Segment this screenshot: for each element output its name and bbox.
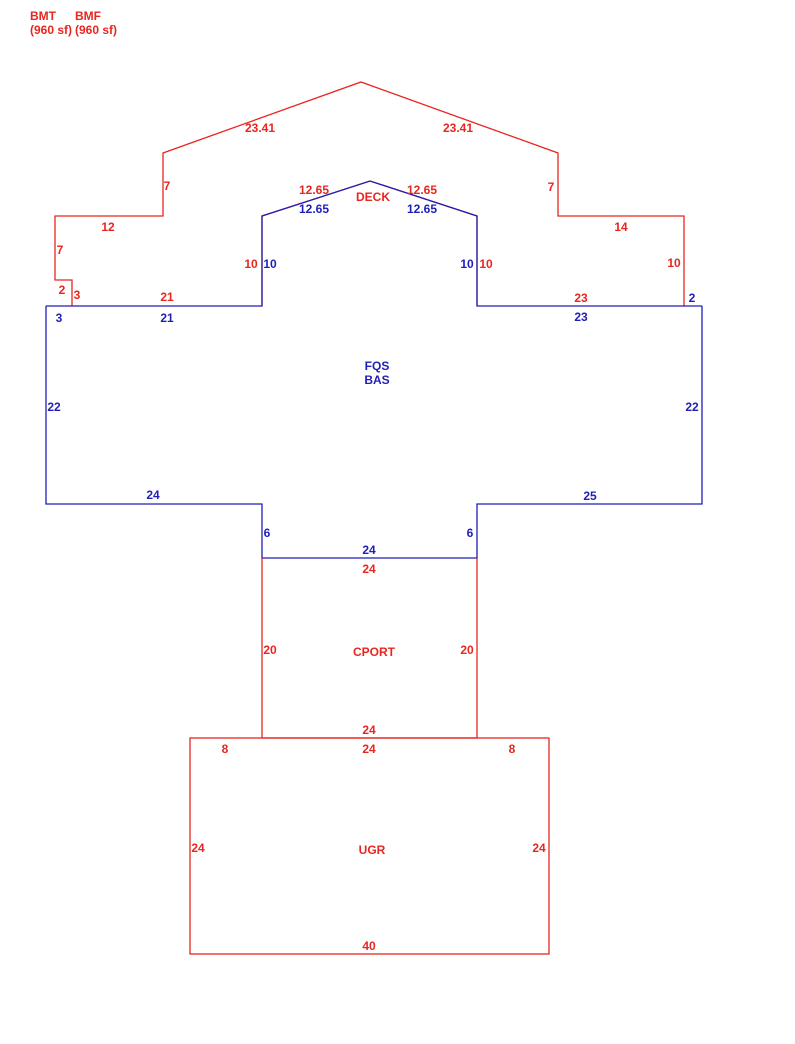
- dim-deck-roof-right: 23.41: [443, 121, 473, 135]
- bmt-area: (960 sf): [30, 23, 72, 37]
- dim-ugr-left: 24: [191, 841, 205, 855]
- dim-deck-right-side: 10: [667, 256, 681, 270]
- dim-bas-inner-left: 10: [263, 257, 277, 271]
- dim-deck-notch-top: 2: [59, 283, 66, 297]
- dim-bas-peak-right: 12.65: [407, 202, 437, 216]
- dim-deck-notch-side: 3: [74, 288, 81, 302]
- dim-deck-bottom-right: 23: [574, 291, 588, 305]
- dim-deck-peak-right: 12.65: [407, 183, 437, 197]
- cport-label: CPORT: [353, 645, 396, 659]
- dim-deck-right-ledge: 14: [614, 220, 628, 234]
- dim-cport-top: 24: [362, 562, 376, 576]
- dim-bas-bottom-left: 24: [146, 488, 160, 502]
- dim-cport-left: 20: [263, 643, 277, 657]
- dim-bas-bottom-right: 25: [583, 489, 597, 503]
- dim-deck-bottom-left: 21: [160, 290, 174, 304]
- bmt-code: BMT: [30, 9, 57, 23]
- dim-bas-inner-right: 10: [460, 257, 474, 271]
- dim-bas-top-right: 23: [574, 310, 588, 324]
- bas-top-left-edge: [46, 180, 702, 307]
- dim-bas-left-notch: 3: [56, 311, 63, 325]
- bmf-code: BMF: [75, 9, 101, 23]
- fqs-label: FQS: [365, 359, 390, 373]
- dim-bas-peak-left: 12.65: [299, 202, 329, 216]
- dim-bas-top-left: 21: [160, 311, 174, 325]
- dim-ugr-top-right: 8: [509, 742, 516, 756]
- bas-outline: [45, 306, 703, 559]
- dim-cport-right: 20: [460, 643, 474, 657]
- bas-label: BAS: [364, 373, 389, 387]
- dim-ugr-top-left: 8: [222, 742, 229, 756]
- ugr-outline: [189, 737, 550, 955]
- dim-bas-stem-left: 6: [264, 526, 271, 540]
- deck-label: DECK: [356, 190, 390, 204]
- ugr-label: UGR: [359, 843, 386, 857]
- dim-ugr-bottom: 40: [362, 939, 376, 953]
- dim-deck-inner-left: 10: [244, 257, 258, 271]
- dim-deck-inner-right: 10: [479, 257, 493, 271]
- dim-deck-left-lower: 7: [57, 243, 64, 257]
- bmf-area: (960 sf): [75, 23, 117, 37]
- dim-deck-right-drop: 7: [548, 180, 555, 194]
- dim-bas-right-notch: 2: [689, 291, 696, 305]
- dim-deck-roof-left: 23.41: [245, 121, 275, 135]
- dim-ugr-right: 24: [532, 841, 546, 855]
- dim-bas-left-side: 22: [47, 400, 61, 414]
- dim-cport-bottom: 24: [362, 723, 376, 737]
- dim-deck-peak-left: 12.65: [299, 183, 329, 197]
- dim-bas-right-side: 22: [685, 400, 699, 414]
- deck-outline: [54, 81, 685, 306]
- dim-deck-left-drop: 7: [164, 179, 171, 193]
- dim-deck-left-ledge: 12: [101, 220, 115, 234]
- dim-ugr-top: 24: [362, 742, 376, 756]
- dim-bas-stem-right: 6: [467, 526, 474, 540]
- dim-bas-bottom: 24: [362, 543, 376, 557]
